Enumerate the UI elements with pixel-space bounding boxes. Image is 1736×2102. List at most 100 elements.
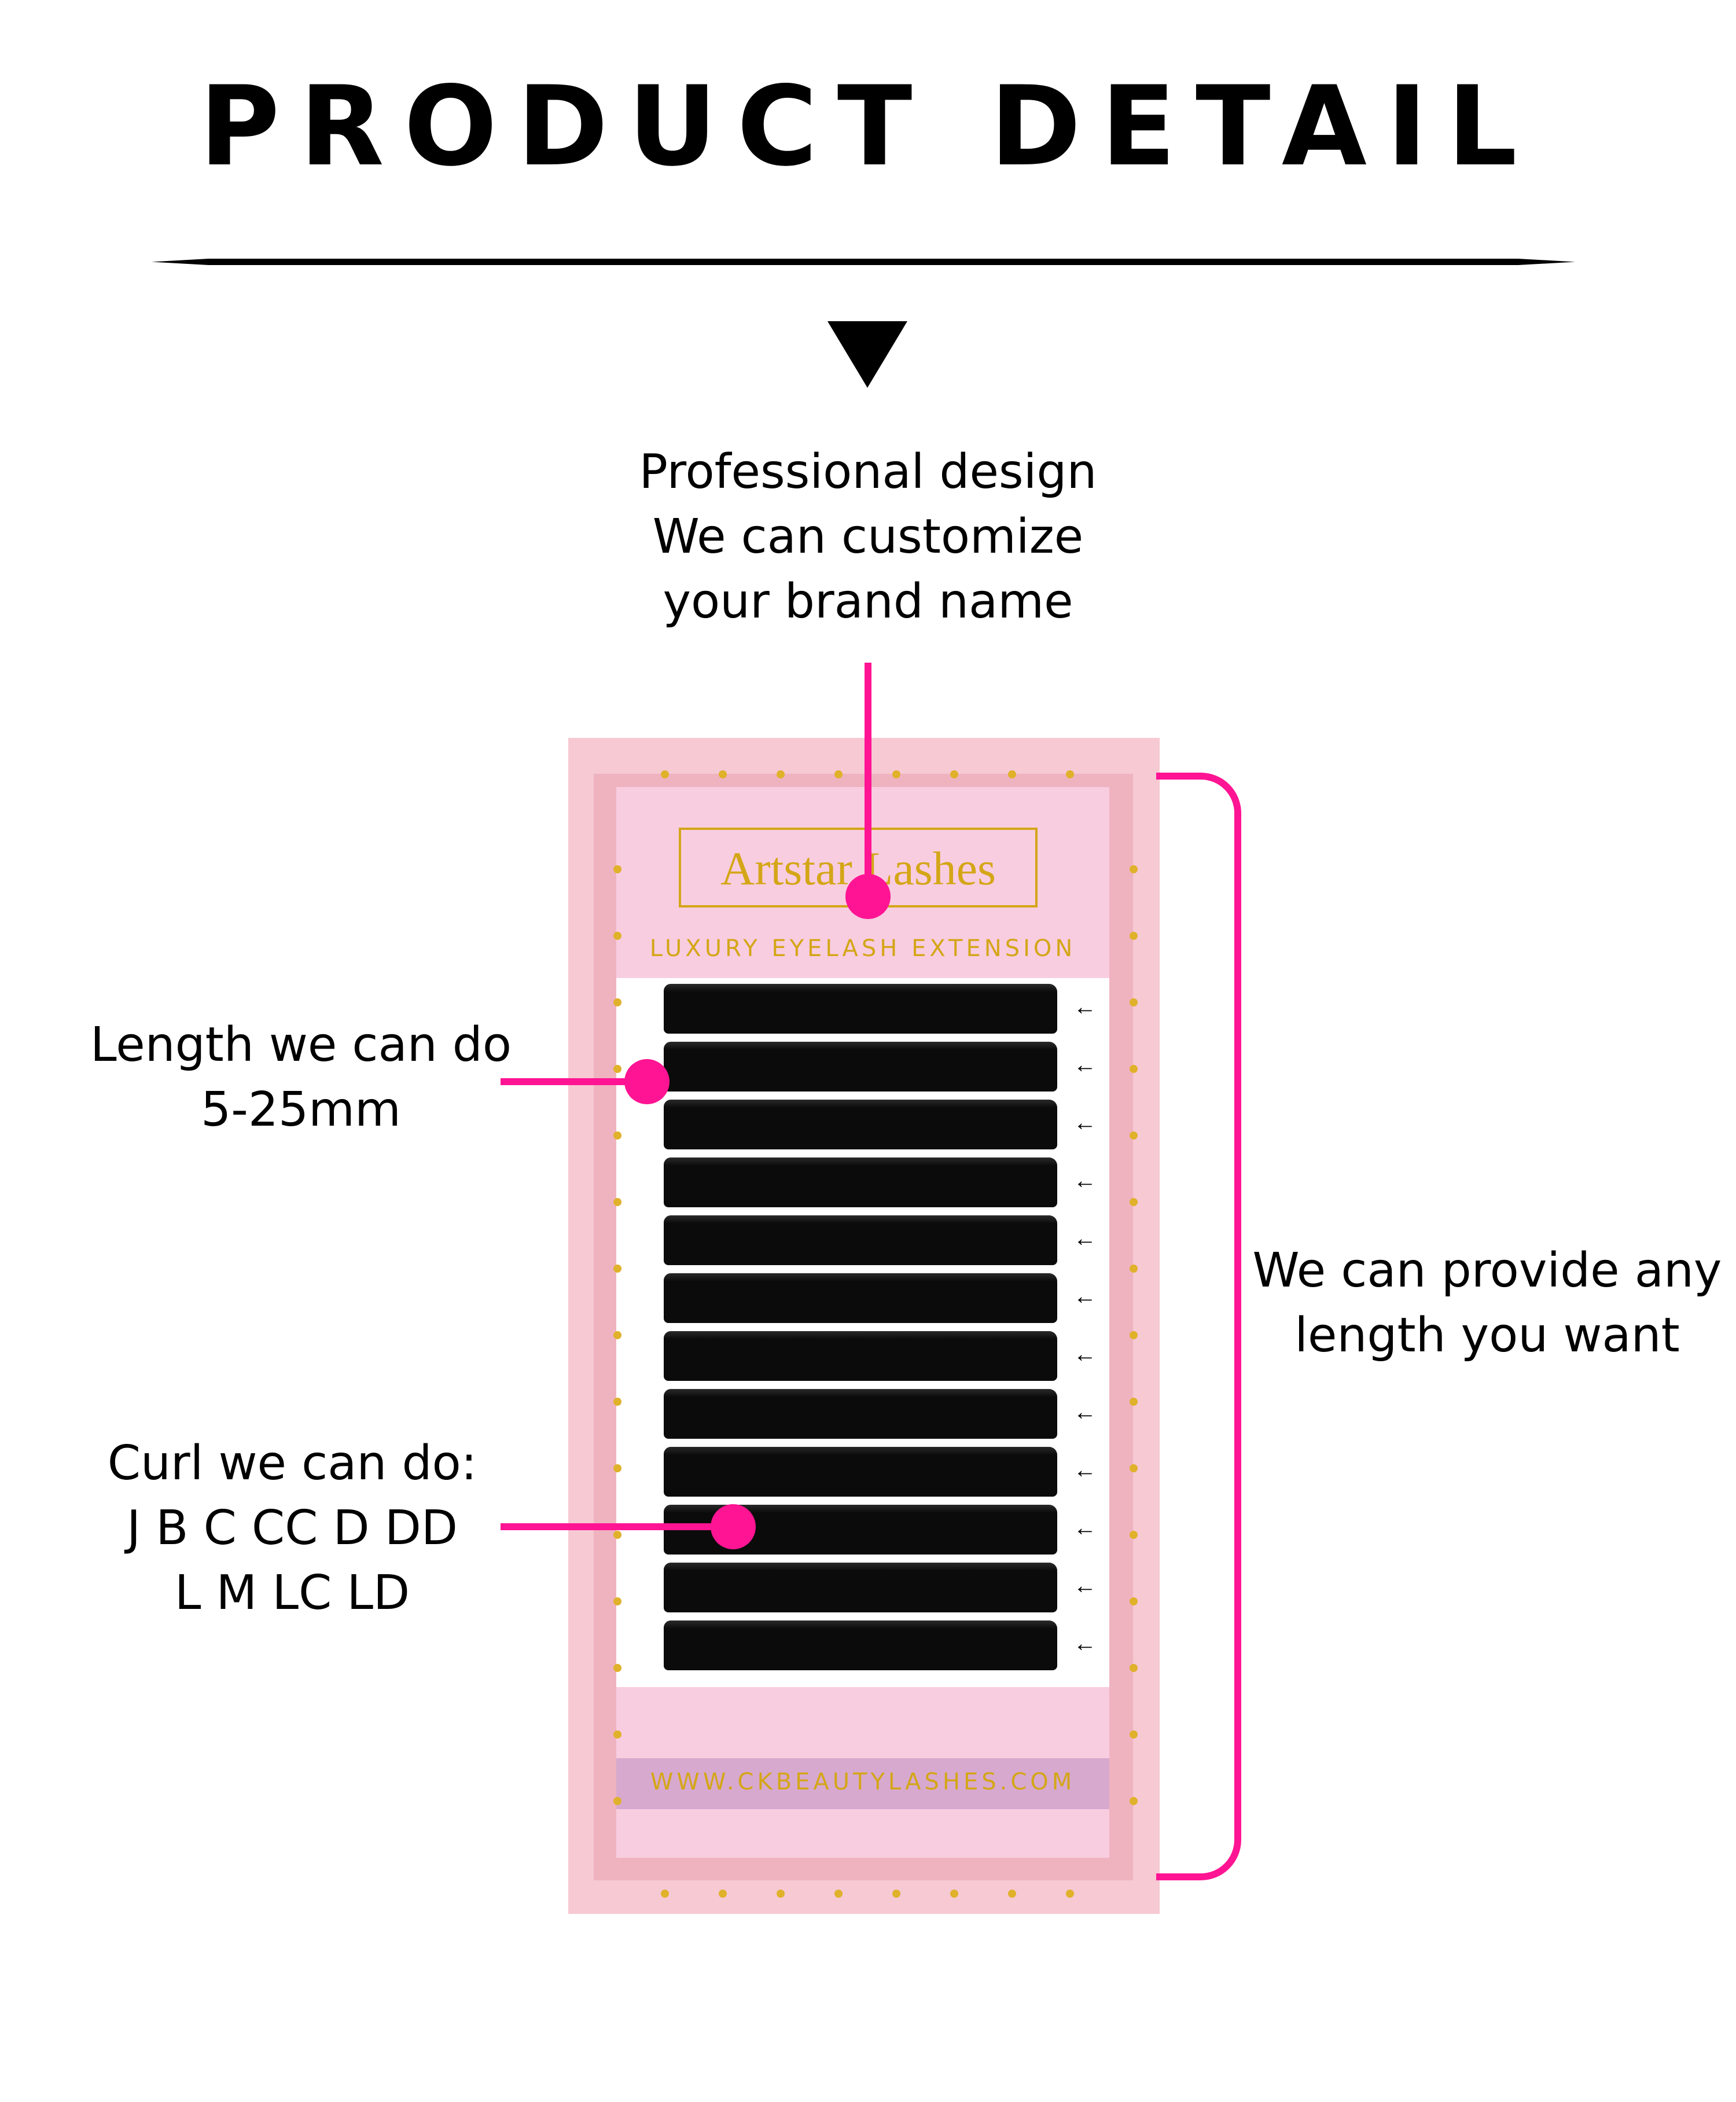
gold-dot bbox=[613, 1597, 621, 1605]
lash-row bbox=[664, 1042, 1057, 1092]
gold-dot bbox=[834, 1890, 843, 1898]
connector-line-top bbox=[865, 663, 871, 894]
gold-dot bbox=[1066, 770, 1074, 778]
gold-dot bbox=[950, 1890, 958, 1898]
callout-line: Length we can do bbox=[90, 1017, 512, 1072]
callout-line: Curl we can do: bbox=[107, 1436, 477, 1491]
connector-line-length bbox=[501, 1078, 639, 1085]
connector-dot-curl bbox=[711, 1504, 756, 1549]
gold-dot bbox=[1130, 932, 1138, 940]
gold-dot bbox=[1130, 1664, 1138, 1672]
gold-dot bbox=[1130, 1265, 1138, 1273]
arrow-left-icon: ← bbox=[1073, 1573, 1097, 1598]
gold-dot bbox=[719, 770, 727, 778]
lash-row bbox=[664, 1100, 1057, 1149]
gold-dot bbox=[1130, 1198, 1138, 1206]
gold-dot bbox=[1130, 1730, 1138, 1739]
gold-dot bbox=[613, 1398, 621, 1406]
gold-dot bbox=[1130, 998, 1138, 1006]
callout-line: J B C CC D DD bbox=[127, 1501, 458, 1556]
gold-dot bbox=[1008, 770, 1016, 778]
url-strip: WWW.CKBEAUTYLASHES.COM bbox=[616, 1758, 1109, 1809]
gold-dot bbox=[613, 1265, 621, 1273]
callout-curl: Curl we can do: J B C CC D DD L M LC LD bbox=[69, 1431, 515, 1626]
lash-tray-label: Artstar Lashes LUXURY EYELASH EXTENSION … bbox=[616, 787, 1109, 1858]
gold-dot bbox=[1130, 1131, 1138, 1140]
gold-dot bbox=[613, 1198, 621, 1206]
callout-length: Length we can do 5-25mm bbox=[69, 1013, 532, 1142]
callout-line: length you want bbox=[1294, 1308, 1680, 1363]
connector-dot-length bbox=[624, 1059, 670, 1104]
callout-line: 5-25mm bbox=[201, 1082, 401, 1137]
callout-line: your brand name bbox=[663, 574, 1073, 629]
arrow-left-icon: ← bbox=[1073, 1515, 1097, 1541]
gold-dot bbox=[1130, 1531, 1138, 1539]
gold-dot bbox=[1130, 1065, 1138, 1073]
lash-row bbox=[664, 1563, 1057, 1612]
arrow-left-icon: ← bbox=[1073, 1457, 1097, 1483]
gold-dot bbox=[613, 1531, 621, 1539]
gold-dot bbox=[613, 1730, 621, 1739]
gold-dot bbox=[1130, 1331, 1138, 1339]
gold-dot bbox=[613, 1464, 621, 1472]
gold-dot bbox=[1130, 1464, 1138, 1472]
gold-dot bbox=[892, 770, 900, 778]
connector-dot-top bbox=[845, 874, 891, 919]
gold-dot bbox=[1008, 1890, 1016, 1898]
lash-row bbox=[664, 1215, 1057, 1265]
connector-line-curl bbox=[501, 1523, 732, 1530]
callout-line: We can provide any bbox=[1252, 1243, 1722, 1298]
title-divider bbox=[152, 259, 1575, 265]
arrow-left-icon: ← bbox=[1073, 1284, 1097, 1309]
lash-row bbox=[664, 1447, 1057, 1497]
callout-line: We can customize bbox=[652, 509, 1084, 564]
gold-dot bbox=[613, 1797, 621, 1805]
arrow-left-icon: ← bbox=[1073, 1168, 1097, 1193]
lash-row bbox=[664, 984, 1057, 1034]
gold-dot bbox=[613, 1131, 621, 1140]
lash-strips bbox=[664, 978, 1057, 1687]
gold-dot bbox=[834, 770, 843, 778]
brand-subtitle: LUXURY EYELASH EXTENSION bbox=[649, 935, 1076, 962]
lash-row bbox=[664, 1157, 1057, 1207]
gold-dot bbox=[1130, 1797, 1138, 1805]
gold-dot bbox=[661, 770, 669, 778]
gold-dot bbox=[613, 1331, 621, 1339]
website-url: WWW.CKBEAUTYLASHES.COM bbox=[650, 1769, 1076, 1795]
arrow-left-icon: ← bbox=[1073, 1342, 1097, 1367]
arrow-left-icon: ← bbox=[1073, 1631, 1097, 1656]
gold-dot bbox=[950, 770, 958, 778]
gold-dot bbox=[613, 1065, 621, 1073]
page-title: PRODUCT DETAIL bbox=[199, 63, 1537, 190]
gold-dot bbox=[661, 1890, 669, 1898]
gold-dot bbox=[719, 1890, 727, 1898]
gold-dot bbox=[777, 770, 785, 778]
arrow-left-icon: ← bbox=[1073, 1052, 1097, 1078]
gold-dot bbox=[777, 1890, 785, 1898]
gold-dot bbox=[613, 998, 621, 1006]
lash-row bbox=[664, 1389, 1057, 1439]
gold-dot bbox=[892, 1890, 900, 1898]
down-arrow-icon bbox=[827, 321, 907, 388]
lash-row bbox=[664, 1331, 1057, 1381]
lash-tray-card: Artstar Lashes LUXURY EYELASH EXTENSION … bbox=[568, 738, 1160, 1914]
gold-dot bbox=[613, 865, 621, 873]
callout-any-length: We can provide any length you want bbox=[1238, 1239, 1736, 1368]
callout-brand-design: Professional design We can customize you… bbox=[579, 440, 1157, 634]
lash-row bbox=[664, 1273, 1057, 1323]
arrow-left-icon: ← bbox=[1073, 1399, 1097, 1425]
gold-dot bbox=[1066, 1890, 1074, 1898]
gold-dot bbox=[1130, 1597, 1138, 1605]
arrow-left-icon: ← bbox=[1073, 1226, 1097, 1251]
length-bracket bbox=[1156, 773, 1241, 1880]
arrow-left-icon: ← bbox=[1073, 1110, 1097, 1135]
gold-dot bbox=[613, 932, 621, 940]
gold-dot bbox=[1130, 865, 1138, 873]
lash-strip-tray: ← ← ← ← ← ← ← ← ← ← ← ← bbox=[616, 978, 1109, 1687]
arrow-left-icon: ← bbox=[1073, 994, 1097, 1020]
callout-line: L M LC LD bbox=[174, 1566, 410, 1620]
gold-dot bbox=[613, 1664, 621, 1672]
gold-dot bbox=[1130, 1398, 1138, 1406]
callout-line: Professional design bbox=[639, 444, 1097, 499]
lash-row bbox=[664, 1620, 1057, 1670]
